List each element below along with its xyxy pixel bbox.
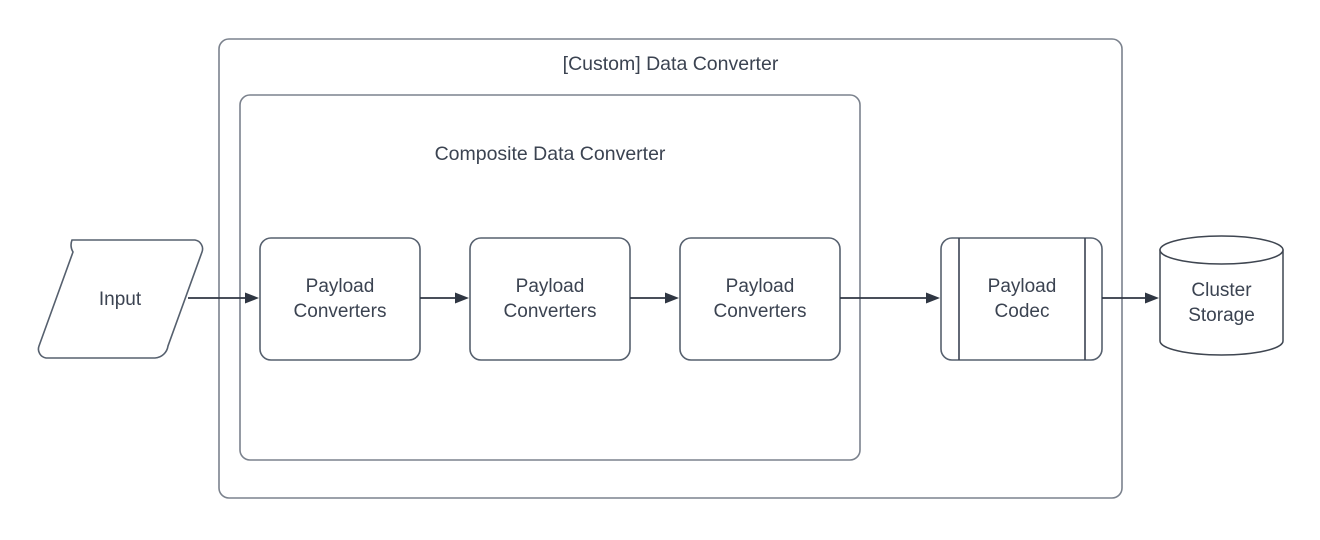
node-cluster-storage-body[interactable] <box>1159 249 1284 356</box>
edge-input-to-converters-1 <box>188 292 259 304</box>
node-payload-converters-2-shape[interactable] <box>469 237 631 361</box>
node-payload-converters-1-shape[interactable] <box>259 237 421 361</box>
node-payload-converters-3-shape[interactable] <box>679 237 841 361</box>
node-input-shape[interactable] <box>37 239 204 359</box>
node-payload-codec-shape[interactable] <box>940 237 1103 361</box>
container-composite-data-converter[interactable] <box>239 94 861 461</box>
edge-converters-2-to-converters-3 <box>630 292 679 304</box>
container-custom-data-converter[interactable] <box>218 38 1123 499</box>
edge-converters-3-to-payload-codec <box>840 292 940 304</box>
edge-converters-1-to-converters-2 <box>420 292 469 304</box>
edge-payload-codec-to-cluster-storage <box>1102 292 1159 304</box>
node-cluster-storage-top <box>1159 235 1284 265</box>
